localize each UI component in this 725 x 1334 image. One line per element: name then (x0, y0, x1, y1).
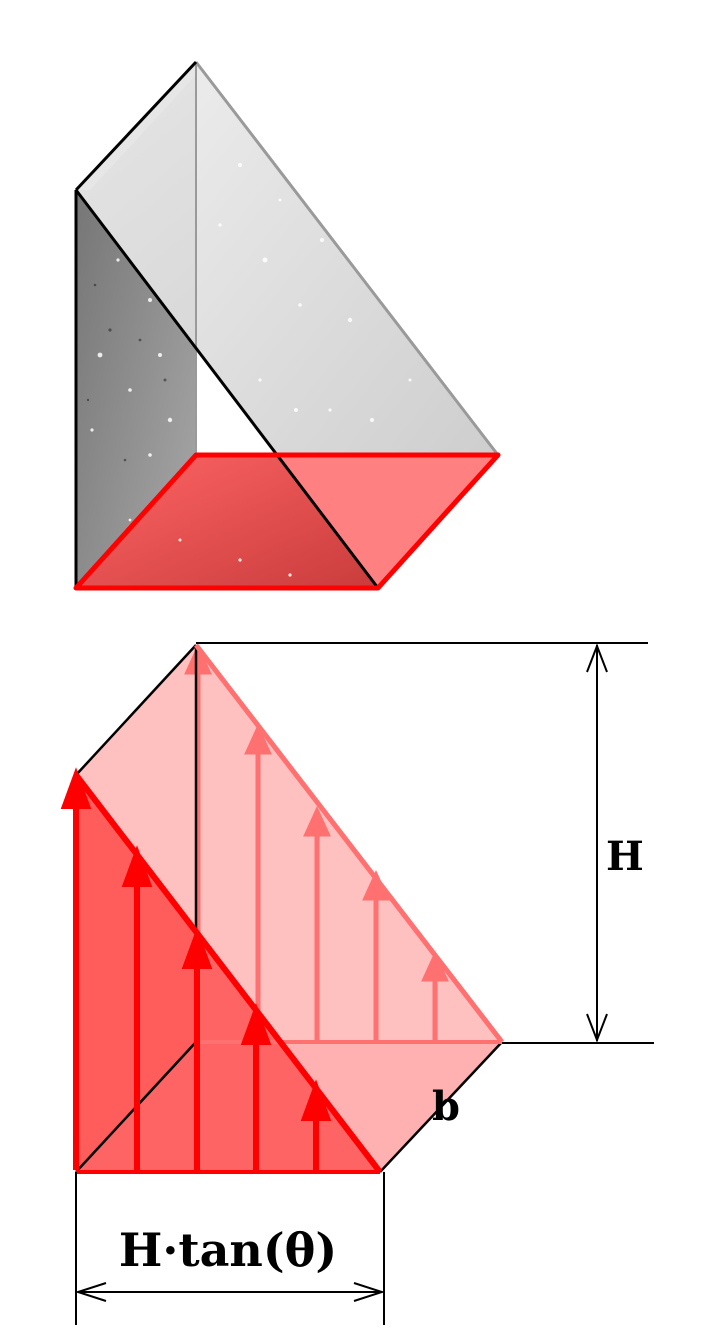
concrete-wedge (73, 60, 501, 591)
height-dimension (196, 642, 654, 1044)
base-width-dimension (74, 1172, 386, 1325)
wedge-outline (73, 60, 501, 591)
base-width-label: H·tan(θ) (119, 1223, 337, 1277)
wedge-base-under-dark (76, 455, 378, 588)
height-label: H (606, 833, 644, 880)
concrete-dark-speckles (86, 283, 167, 462)
front-pressure-arrows (60, 767, 332, 1170)
pressure-prism (60, 643, 504, 1174)
depth-label: b (432, 1083, 460, 1130)
front-slope-edge (73, 773, 383, 1174)
back-slope-edge (194, 643, 504, 1044)
concrete-speckles (90, 163, 412, 577)
